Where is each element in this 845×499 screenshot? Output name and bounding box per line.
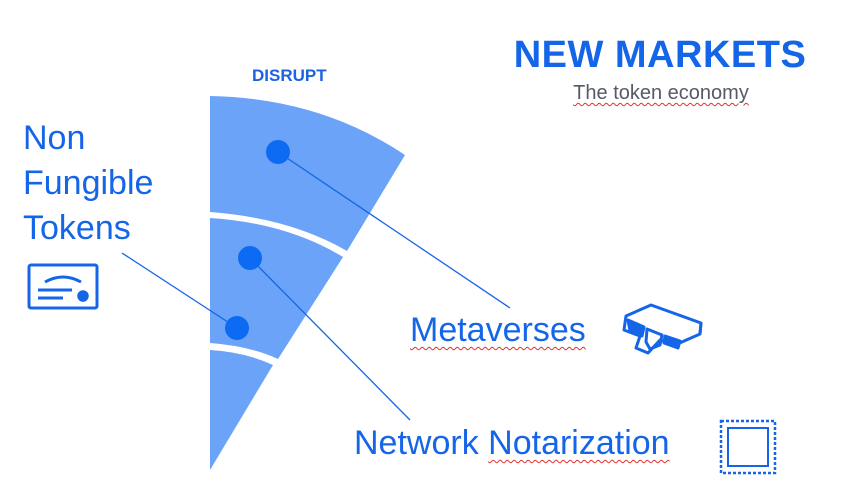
network-notarization-label: Network Notarization	[354, 424, 670, 463]
nft-label-line: Fungible	[23, 164, 154, 202]
sector-label: DISRUPT	[252, 66, 327, 85]
connector-line-metaverses	[277, 151, 511, 309]
dot-nft	[225, 316, 249, 340]
3d-glasses-icon	[622, 303, 703, 355]
dot-notarization	[238, 246, 262, 270]
page-subtitle: The token economy	[573, 82, 749, 104]
nft-label: Non Fungible Tokens	[23, 116, 153, 251]
network-word: Network	[354, 424, 479, 462]
notarization-word: Notarization	[488, 424, 670, 462]
nft-label-line: Tokens	[23, 209, 131, 247]
nft-label-line: Non	[23, 119, 86, 157]
metaverses-label: Metaverses	[410, 311, 586, 349]
certificate-icon	[27, 263, 99, 310]
postage-stamp-icon	[719, 419, 777, 475]
dot-metaverses	[266, 140, 290, 164]
connector-line-nft	[121, 252, 238, 329]
wedge-segment-bottom	[210, 350, 273, 470]
wedge-segment-middle	[210, 218, 343, 359]
page-title: NEW MARKETS	[513, 34, 807, 76]
wedge-segment-top	[210, 96, 405, 251]
connector-line-notarization	[249, 257, 411, 421]
